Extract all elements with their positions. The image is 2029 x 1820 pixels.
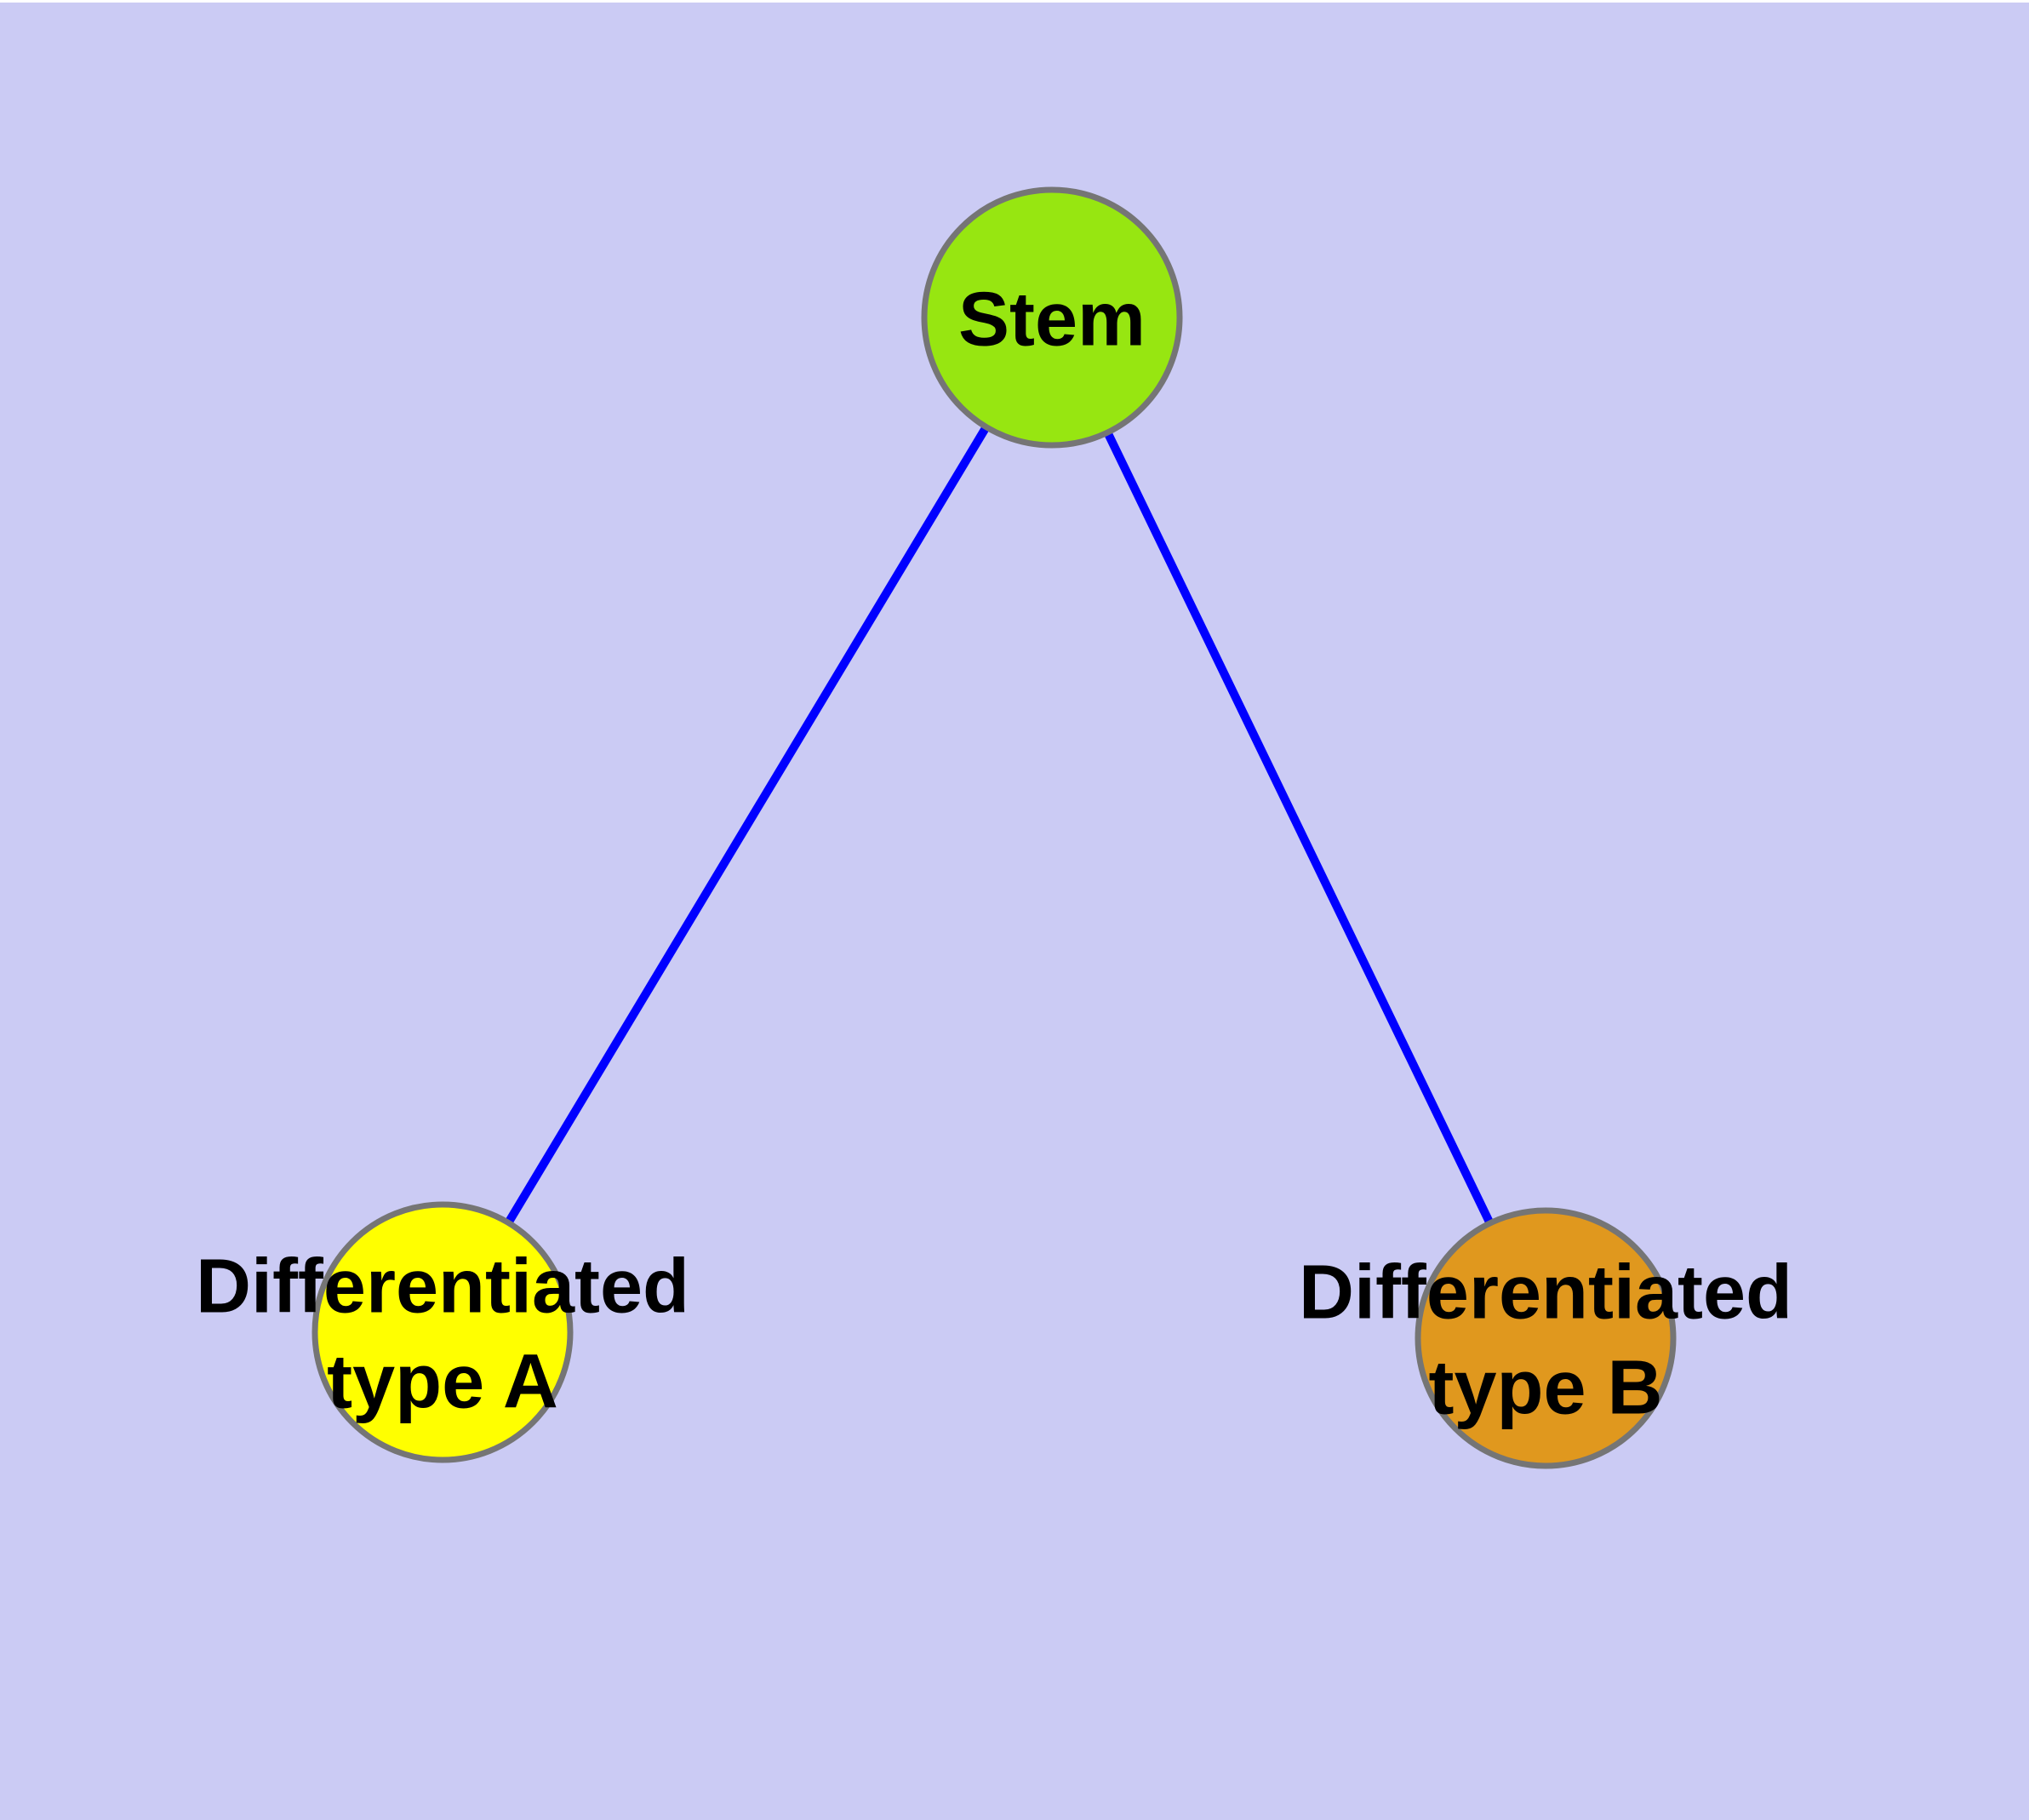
node-label-line: Differentiated [196,1245,689,1330]
edge-stem-to-differentiated-type-a [438,315,1056,1335]
node-label-line: Differentiated [1299,1251,1792,1336]
node-differentiated-type-b [1415,1207,1677,1469]
node-label-line: type A [327,1340,558,1425]
node-label-line: type B [1428,1346,1662,1431]
node-label-stem: Stem [958,278,1146,363]
node-differentiated-type-a [311,1201,574,1463]
node-label-differentiated-type-b: Differentiated type B [1299,1251,1792,1431]
edge-stem-to-differentiated-type-b [1048,315,1550,1341]
node-stem [921,186,1183,449]
node-label-line: Stem [958,278,1146,363]
node-label-differentiated-type-a: Differentiated type A [196,1245,689,1425]
top-margin-strip [0,0,2029,3]
